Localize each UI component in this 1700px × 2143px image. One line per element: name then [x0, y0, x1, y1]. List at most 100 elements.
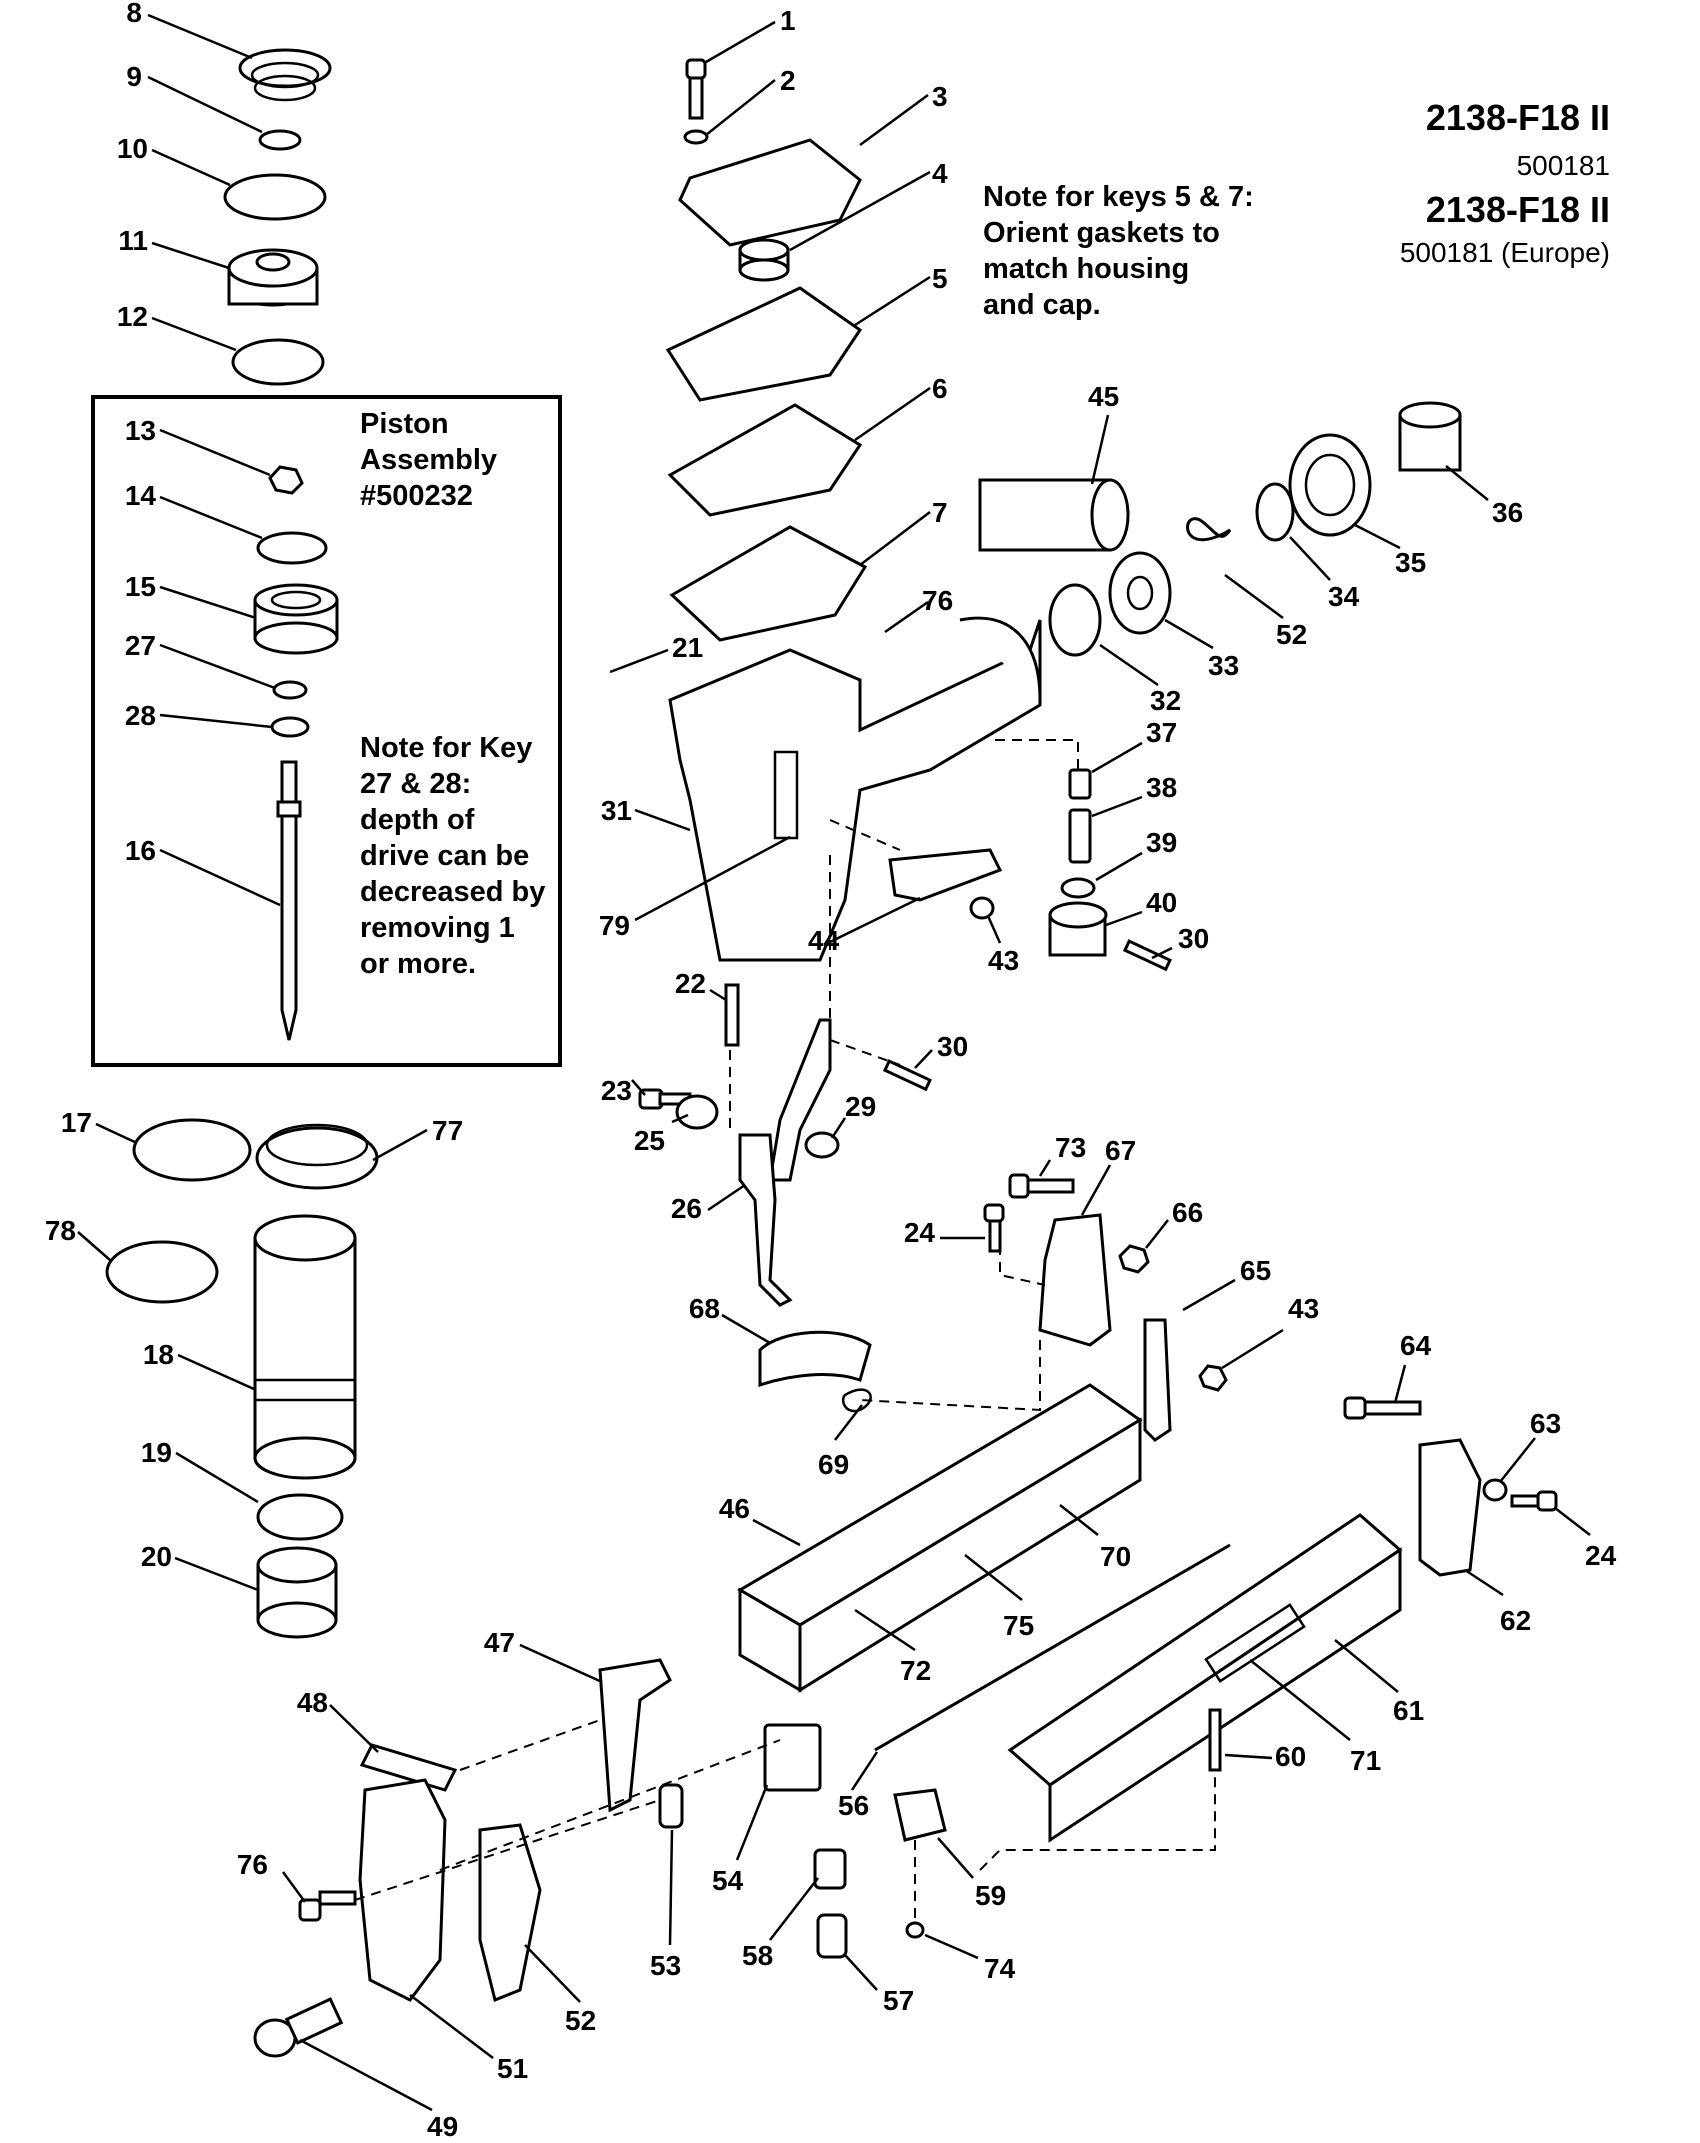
piston-box-title-3: #500232 [360, 480, 473, 512]
part-73-bolt [1008, 1173, 1075, 1199]
part-20-bumper [256, 1546, 338, 1639]
part-30-pin-lower [882, 1059, 932, 1092]
part-18-cylinder [253, 1214, 357, 1480]
gasket-note-line-1: Note for keys 5 & 7: [983, 181, 1254, 213]
part-62-guide [1418, 1438, 1482, 1577]
part-61-rail [1007, 1513, 1403, 1843]
piston-note-line-6: removing 1 [360, 912, 515, 944]
part-67-bracket [1038, 1213, 1112, 1347]
key-label: 66 [1172, 1197, 1203, 1228]
key-label: 32 [1150, 685, 1181, 716]
key-label: 21 [672, 632, 703, 663]
piston-note-line-4: drive can be [360, 840, 529, 872]
key-label: 56 [838, 1790, 869, 1821]
key-label: 44 [808, 925, 840, 956]
key-label: 23 [601, 1075, 632, 1106]
key-label: 54 [712, 1865, 744, 1896]
piston-note-line-7: or more. [360, 948, 476, 980]
key-label: 72 [900, 1655, 931, 1686]
part-34-oring [1255, 482, 1295, 542]
key-label: 3 [932, 81, 948, 112]
key-label: 19 [141, 1437, 172, 1468]
model-title-1: 2138-F18 II [1426, 97, 1610, 138]
key-label: 47 [484, 1627, 515, 1658]
piston-box-title-2: Assembly [360, 444, 497, 476]
key-label: 13 [125, 415, 156, 446]
part-24-screw-right [1510, 1490, 1558, 1512]
part-37-spring [1068, 768, 1092, 800]
part-15-piston [253, 583, 339, 655]
key-label: 71 [1350, 1745, 1381, 1776]
key-label: 79 [599, 910, 630, 941]
key-label: 28 [125, 700, 156, 731]
key-label: 58 [742, 1940, 773, 1971]
key-label: 36 [1492, 497, 1523, 528]
key-label: 35 [1395, 547, 1426, 578]
part-36-plug [1398, 401, 1462, 472]
key-label: 2 [780, 65, 796, 96]
part-52-spring [1186, 517, 1232, 542]
part-43-nut [969, 896, 995, 920]
part-27-washer [272, 680, 308, 700]
key-label: 43 [988, 945, 1019, 976]
part-77-seal [255, 1123, 379, 1190]
key-label: 51 [497, 2053, 528, 2084]
model-number-1: 500181 [1517, 150, 1610, 181]
part-58-cap [813, 1848, 847, 1890]
part-1-screw [685, 58, 707, 120]
part-76-screw-lower [298, 1890, 357, 1922]
key-label: 27 [125, 630, 156, 661]
part-66-nut [1118, 1244, 1150, 1274]
key-label: 25 [634, 1125, 665, 1156]
key-label: 30 [937, 1031, 968, 1062]
key-label: 73 [1055, 1132, 1086, 1163]
key-label: 59 [975, 1880, 1006, 1911]
key-label: 78 [45, 1215, 76, 1246]
part-10-oring [223, 173, 327, 221]
part-39-oring [1060, 877, 1096, 899]
key-label: 48 [297, 1687, 328, 1718]
part-6-plate [667, 403, 863, 517]
part-56-rod [874, 1543, 1231, 1752]
part-47-plate [598, 1658, 672, 1813]
leader-lines [77, 13, 1591, 2112]
key-label: 52 [1276, 619, 1307, 650]
part-5-gasket [665, 286, 863, 402]
piston-box-border [91, 395, 562, 1067]
key-label: 38 [1146, 772, 1177, 803]
key-label: 34 [1328, 581, 1360, 612]
key-label: 43 [1288, 1293, 1319, 1324]
key-label: 53 [650, 1950, 681, 1981]
gasket-note-line-4: and cap. [983, 289, 1101, 321]
part-25-washer [675, 1094, 719, 1130]
part-33-bushing [1108, 551, 1172, 635]
key-label: 77 [432, 1115, 463, 1146]
part-65-latch [1143, 1318, 1172, 1442]
part-9-oring [258, 129, 302, 151]
piston-note-line-3: depth of [360, 804, 475, 836]
key-label: 24 [904, 1217, 936, 1248]
piston-assembly-box: Piston Assembly #500232 Note for Key 27 … [91, 395, 562, 1067]
key-label: 37 [1146, 717, 1177, 748]
key-label: 75 [1003, 1610, 1034, 1641]
key-label: 22 [675, 968, 706, 999]
part-78-oring [105, 1240, 219, 1304]
key-label: 39 [1146, 827, 1177, 858]
part-13-nut [268, 465, 304, 495]
key-label: 26 [671, 1193, 702, 1224]
key-label: 46 [719, 1493, 750, 1524]
part-30-pin [1122, 939, 1172, 972]
key-label: 61 [1393, 1695, 1424, 1726]
piston-box-title-1: Piston [360, 408, 449, 440]
part-14-oring [256, 531, 328, 565]
key-label: 18 [143, 1339, 174, 1370]
part-22-setscrew [724, 983, 740, 1047]
key-label: 63 [1530, 1408, 1561, 1439]
key-label: 24 [1585, 1540, 1617, 1571]
key-label: 17 [61, 1107, 92, 1138]
part-28-washer [270, 716, 310, 738]
key-label: 70 [1100, 1541, 1131, 1572]
key-label: 69 [818, 1449, 849, 1480]
part-11-valve [227, 248, 319, 307]
